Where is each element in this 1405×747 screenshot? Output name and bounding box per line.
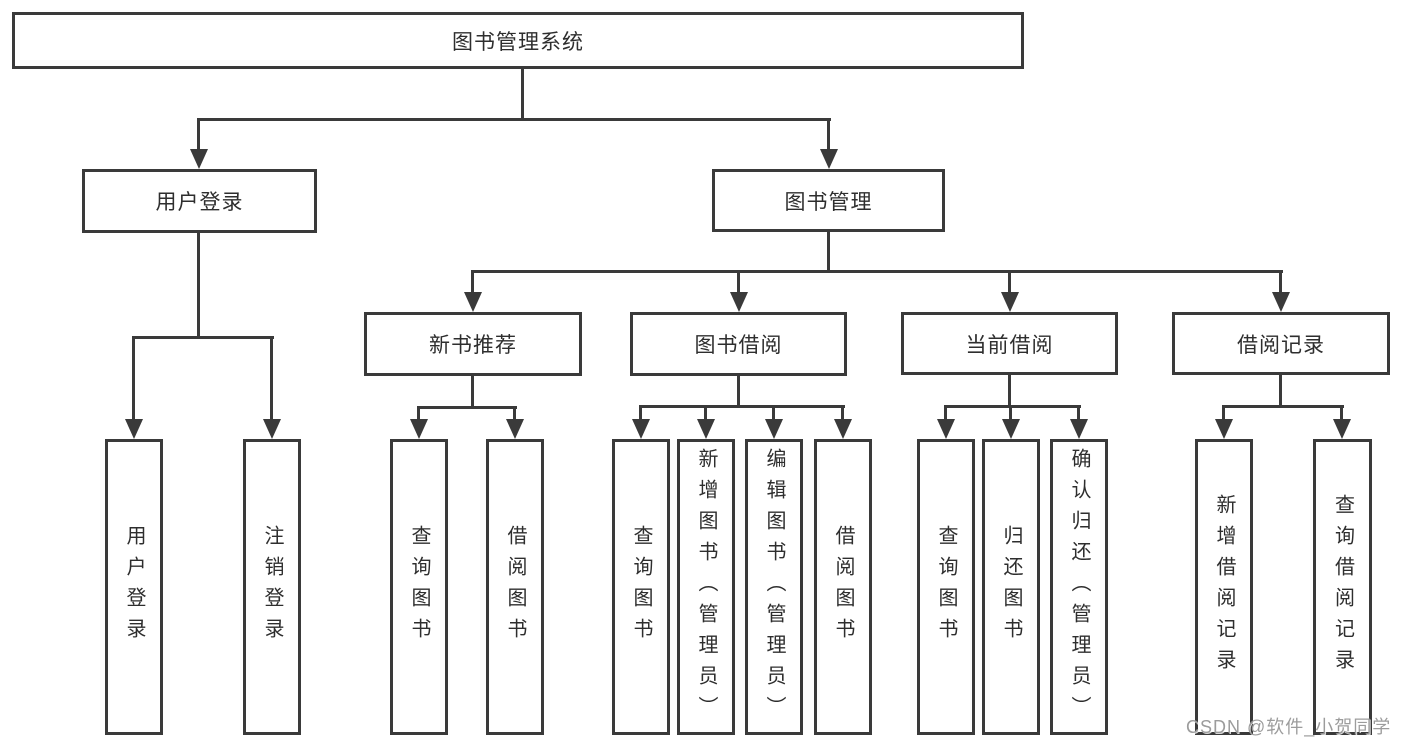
arrow-down-icon: [765, 419, 783, 439]
node-borrow-records: 借阅记录: [1172, 312, 1390, 375]
arrow-down-icon: [1272, 292, 1290, 312]
arrow-down-icon: [834, 419, 852, 439]
edge-line: [198, 118, 831, 121]
node-root: 图书管理系统: [12, 12, 1024, 69]
node-ul-logout-label: 注销登录: [261, 525, 283, 649]
edge-line: [417, 406, 420, 421]
edge-line: [270, 336, 273, 421]
node-book-borrow: 图书借阅: [630, 312, 847, 376]
node-user-login: 用户登录: [82, 169, 317, 233]
edge-line: [737, 270, 740, 294]
node-bor-edit-book-admin-label: 编辑图书（管理员）: [763, 447, 785, 727]
arrow-down-icon: [410, 419, 428, 439]
node-log-add-record-label: 新增借阅记录: [1213, 494, 1235, 680]
edge-line: [417, 406, 517, 409]
node-rec-query-book: 查询图书: [390, 439, 448, 735]
edge-line: [737, 376, 740, 407]
node-ul-user-login-label: 用户登录: [123, 525, 145, 649]
node-log-add-record: 新增借阅记录: [1195, 439, 1253, 735]
edge-line: [472, 270, 1283, 273]
edge-line: [944, 405, 1081, 408]
node-cur-query-book-label: 查询图书: [935, 525, 957, 649]
arrow-down-icon: [937, 419, 955, 439]
node-cur-return-book: 归还图书: [982, 439, 1040, 735]
arrow-down-icon: [1001, 292, 1019, 312]
arrow-down-icon: [506, 419, 524, 439]
watermark: CSDN @软件_小贺同学: [1186, 717, 1392, 737]
edge-line: [1222, 405, 1225, 421]
edge-line: [132, 336, 274, 339]
node-log-query-record: 查询借阅记录: [1313, 439, 1372, 735]
node-bor-query-book: 查询图书: [612, 439, 670, 735]
node-rec-query-book-label: 查询图书: [408, 525, 430, 649]
edge-line: [827, 118, 830, 151]
arrow-down-icon: [1002, 419, 1020, 439]
edge-line: [197, 233, 200, 338]
edge-line: [471, 376, 474, 408]
arrow-down-icon: [632, 419, 650, 439]
node-current-borrow: 当前借阅: [901, 312, 1118, 375]
edge-line: [639, 405, 642, 421]
edge-line: [513, 406, 516, 421]
node-book-management-label: 图书管理: [784, 190, 873, 214]
arrow-down-icon: [730, 292, 748, 312]
edge-line: [132, 336, 135, 421]
node-bor-borrow-book: 借阅图书: [814, 439, 872, 735]
node-cur-confirm-return-admin-label: 确认归还（管理员）: [1068, 447, 1090, 727]
edge-line: [1009, 405, 1012, 421]
node-current-borrow-label: 当前借阅: [965, 333, 1054, 357]
node-borrow-records-label: 借阅记录: [1237, 333, 1325, 357]
node-ul-logout: 注销登录: [243, 439, 301, 735]
arrow-down-icon: [1333, 419, 1351, 439]
arrow-down-icon: [125, 419, 143, 439]
edge-line: [704, 405, 707, 421]
edge-line: [841, 405, 844, 421]
arrow-down-icon: [190, 149, 208, 169]
node-root-label: 图书管理系统: [452, 30, 584, 54]
edge-line: [1279, 375, 1282, 407]
arrow-down-icon: [1070, 419, 1088, 439]
arrow-down-icon: [820, 149, 838, 169]
node-cur-query-book: 查询图书: [917, 439, 975, 735]
node-new-book-recommend: 新书推荐: [364, 312, 582, 376]
edge-line: [1008, 270, 1011, 294]
node-new-book-recommend-label: 新书推荐: [429, 334, 517, 357]
node-bor-add-book-admin-label: 新增图书（管理员）: [695, 447, 717, 727]
edge-line: [197, 118, 200, 151]
edge-line: [521, 68, 524, 120]
edge-line: [1279, 270, 1282, 294]
node-bor-edit-book-admin: 编辑图书（管理员）: [745, 439, 803, 735]
node-log-query-record-label: 查询借阅记录: [1331, 494, 1354, 680]
arrow-down-icon: [263, 419, 281, 439]
node-book-management: 图书管理: [712, 169, 945, 232]
node-rec-borrow-book: 借阅图书: [486, 439, 544, 735]
node-bor-query-book-label: 查询图书: [630, 525, 652, 649]
node-bor-add-book-admin: 新增图书（管理员）: [677, 439, 735, 735]
edge-line: [1008, 375, 1011, 407]
edge-line: [772, 405, 775, 421]
node-cur-return-book-label: 归还图书: [1000, 525, 1022, 649]
edge-line: [471, 270, 474, 294]
edge-line: [827, 232, 830, 272]
arrow-down-icon: [464, 292, 482, 312]
edge-line: [944, 405, 947, 421]
node-cur-confirm-return-admin: 确认归还（管理员）: [1050, 439, 1108, 735]
node-rec-borrow-book-label: 借阅图书: [504, 525, 526, 649]
arrow-down-icon: [697, 419, 715, 439]
arrow-down-icon: [1215, 419, 1233, 439]
edge-line: [1077, 405, 1080, 421]
node-book-borrow-label: 图书借阅: [694, 334, 783, 357]
edge-line: [1222, 405, 1344, 408]
edge-line: [639, 405, 845, 408]
edge-line: [1340, 405, 1343, 421]
node-user-login-label: 用户登录: [155, 191, 244, 214]
node-ul-user-login: 用户登录: [105, 439, 163, 735]
node-bor-borrow-book-label: 借阅图书: [832, 525, 854, 649]
